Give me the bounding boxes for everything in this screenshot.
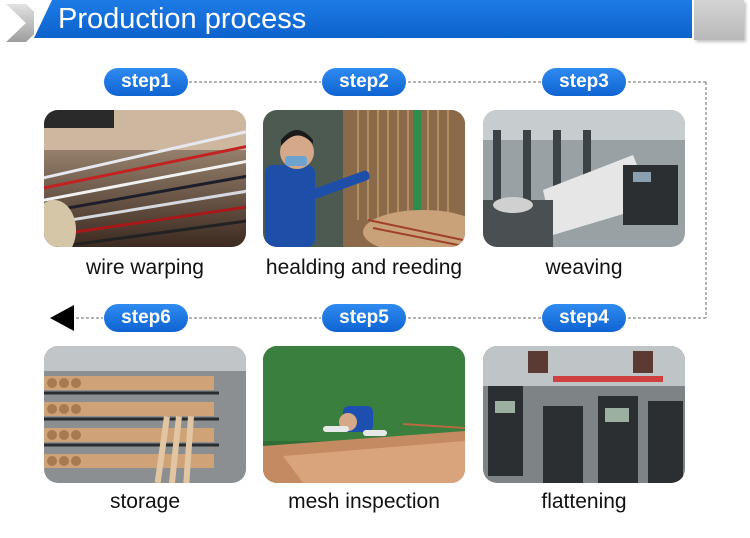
title-bar <box>34 0 692 38</box>
step6-caption: storage <box>109 490 181 513</box>
step2-caption: healding and reeding <box>265 256 463 279</box>
step6-badge: step6 <box>104 304 188 332</box>
page-title: Production process <box>58 3 307 35</box>
storage-photo <box>44 346 246 483</box>
step5-badge: step5 <box>322 304 406 332</box>
wire-warping-photo <box>44 110 246 247</box>
step3-badge: step3 <box>542 68 626 96</box>
step1-badge: step1 <box>104 68 188 96</box>
step3-caption: weaving <box>545 256 623 279</box>
mesh-inspection-photo <box>263 346 465 483</box>
weaving-photo <box>483 110 685 247</box>
arrow-left-icon <box>50 305 74 331</box>
step1-caption: wire warping <box>86 256 204 279</box>
header-corner-block <box>694 0 744 40</box>
step2-badge: step2 <box>322 68 406 96</box>
header-banner: Production process <box>0 0 750 44</box>
step4-badge: step4 <box>542 304 626 332</box>
healding-and-reeding-photo <box>263 110 465 247</box>
step4-caption: flattening <box>541 490 627 513</box>
step5-caption: mesh inspection <box>288 490 440 513</box>
flattening-photo <box>483 346 685 483</box>
